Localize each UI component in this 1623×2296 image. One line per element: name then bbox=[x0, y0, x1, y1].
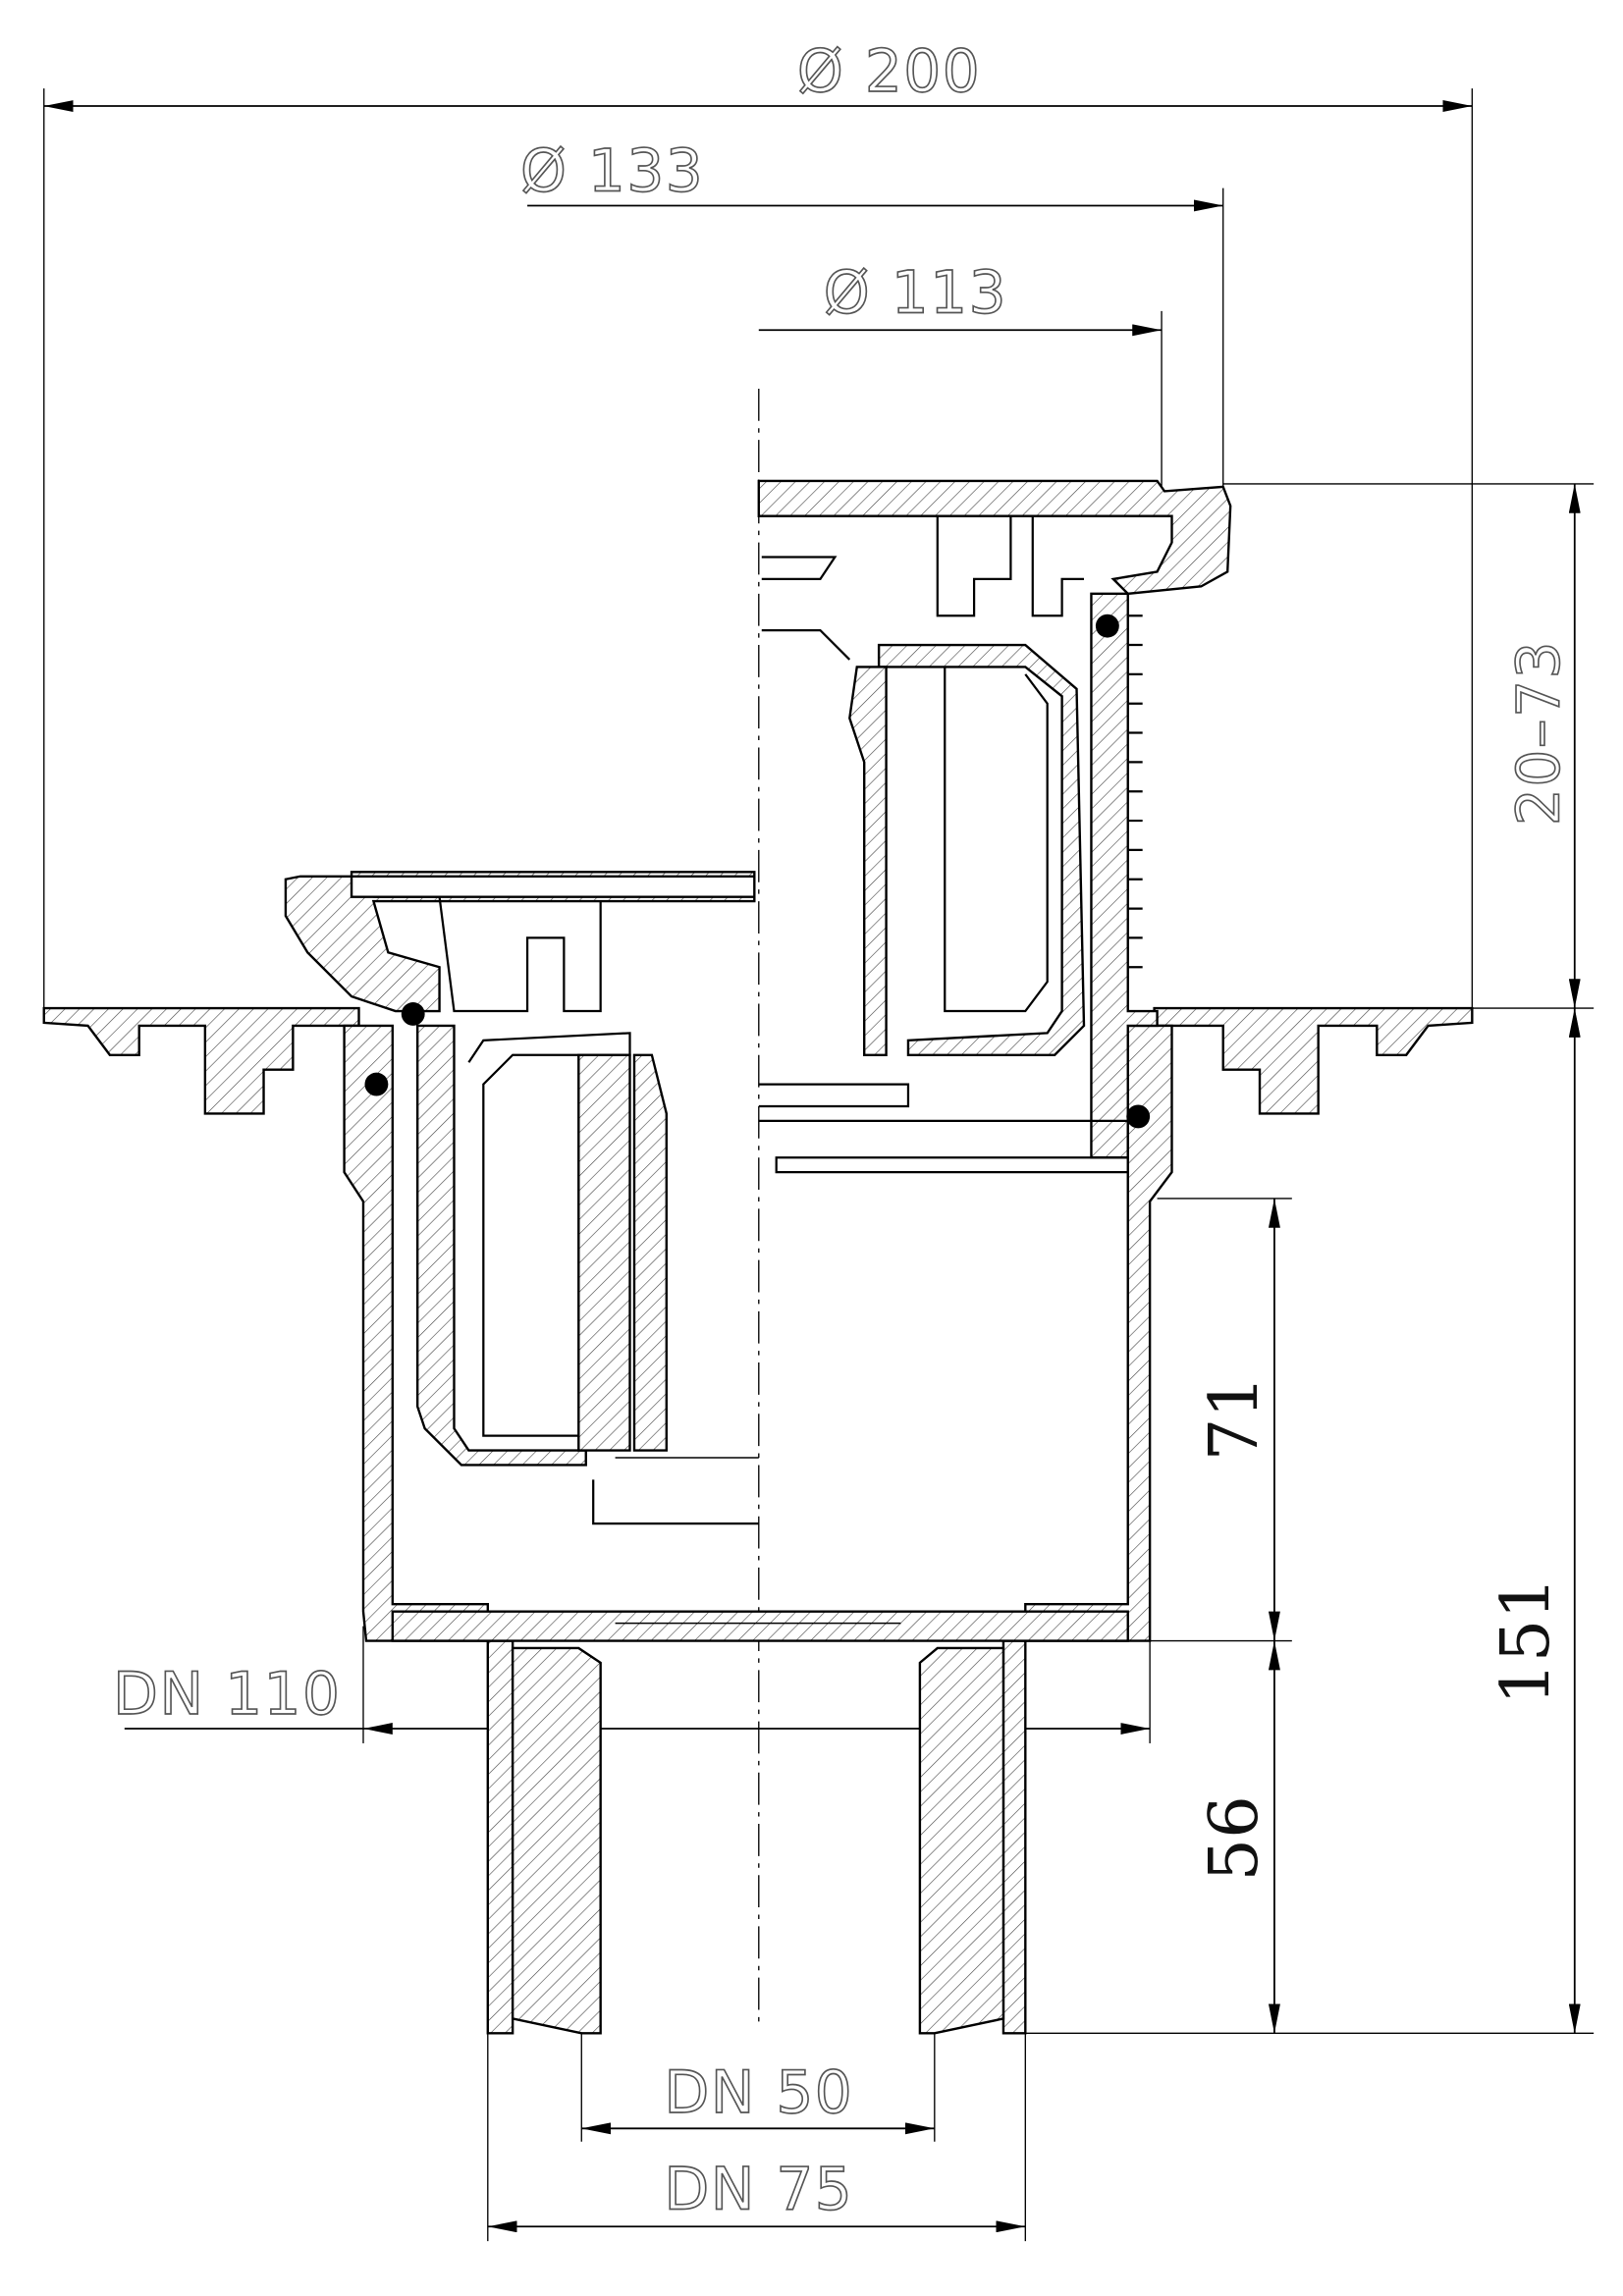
o-ring-seal bbox=[401, 1002, 425, 1026]
dimension-label: Ø 113 bbox=[824, 259, 1007, 327]
drain-body bbox=[42, 1006, 1474, 2035]
dimension-label: 56 bbox=[1195, 1795, 1273, 1881]
dimension-outer-diameter: Ø 200 bbox=[43, 37, 1474, 1012]
dimension-outlet-inner: DN 50 bbox=[580, 2033, 936, 2142]
dimension-upper-body-height: 71 bbox=[1150, 1198, 1292, 1642]
dimension-label: Ø 200 bbox=[797, 38, 981, 106]
trap-insert-high bbox=[757, 479, 1232, 1174]
dimension-body-nominal: DN 110 bbox=[112, 1626, 1151, 1743]
o-ring-seal bbox=[364, 1072, 389, 1096]
dimension-label: Ø 133 bbox=[520, 138, 704, 206]
o-ring-seal bbox=[1126, 1104, 1151, 1129]
dimension-label: DN 75 bbox=[664, 2156, 853, 2223]
dimension-label: DN 50 bbox=[664, 2059, 853, 2127]
dimension-label: 20–73 bbox=[1505, 640, 1573, 826]
dimension-height-adjustment: 20–73 bbox=[1222, 483, 1595, 1009]
dimension-label: DN 110 bbox=[113, 1661, 341, 1729]
dimension-outlet-outer: DN 75 bbox=[487, 2033, 1026, 2242]
dimension-total-height: 151 bbox=[1025, 1008, 1595, 2035]
trap-insert-low bbox=[284, 871, 759, 1525]
dimension-label: 71 bbox=[1195, 1375, 1273, 1461]
dimension-label: 151 bbox=[1487, 1576, 1565, 1705]
o-ring-seal bbox=[1095, 614, 1119, 638]
dimension-outlet-length: 56 bbox=[1195, 1640, 1280, 2034]
dimension-grate-diameter: Ø 113 bbox=[758, 259, 1163, 487]
dimension-grate-frame-diameter: Ø 133 bbox=[519, 137, 1224, 487]
